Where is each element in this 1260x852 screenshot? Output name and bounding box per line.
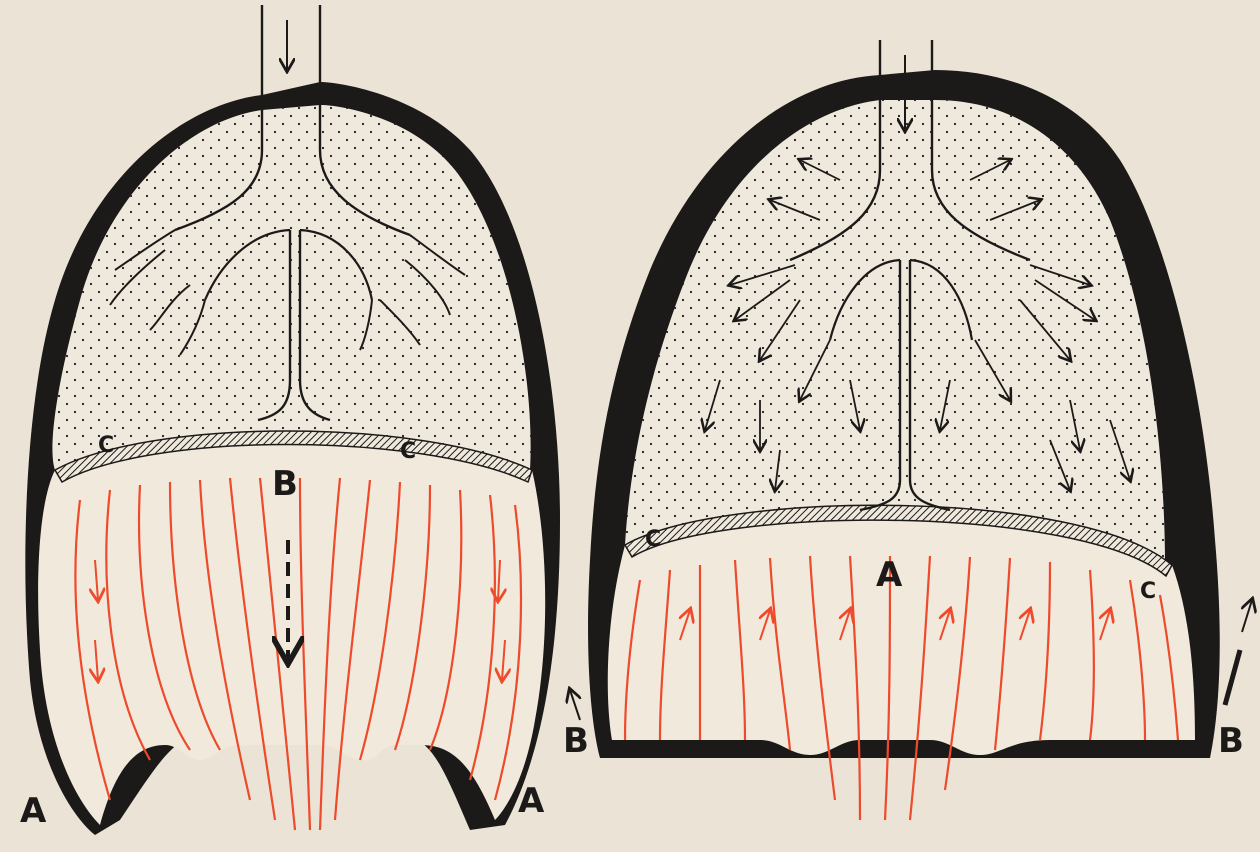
right-label-C-right: C — [1140, 579, 1156, 604]
left-thorax: B A A C C — [20, 5, 560, 835]
right-label-C-left: C — [645, 527, 661, 552]
right-label-A: A — [876, 555, 903, 595]
right-thorax: A B B C C — [563, 40, 1252, 820]
left-label-C-right: C — [400, 439, 416, 464]
right-label-B-left: B — [563, 721, 589, 761]
left-label-C-left: C — [98, 433, 114, 458]
right-label-B-right: B — [1218, 721, 1244, 761]
left-label-A-right: A — [518, 781, 545, 821]
left-label-B: B — [272, 464, 298, 504]
left-label-A-left: A — [20, 791, 47, 831]
